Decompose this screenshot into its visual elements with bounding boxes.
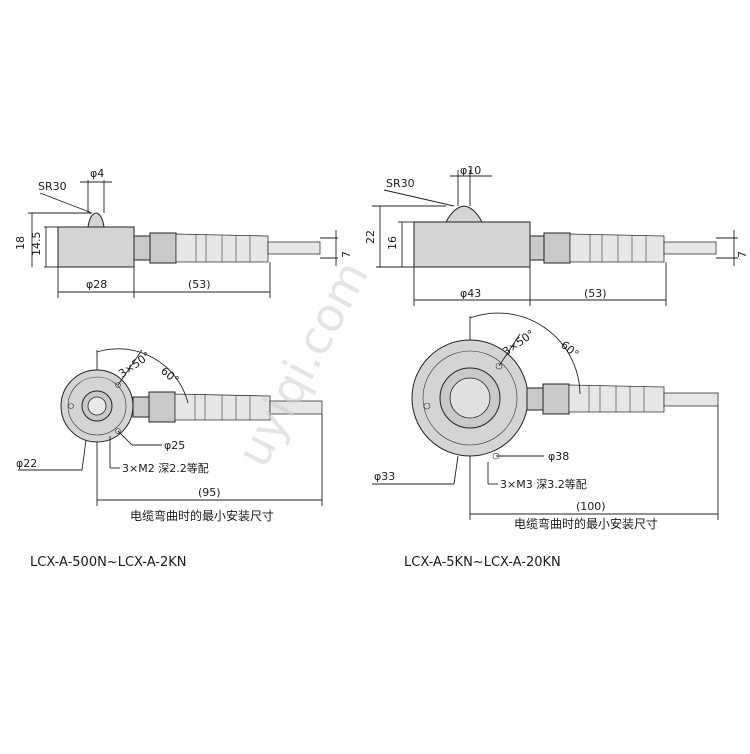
- right-model-caption: LCX-A-5KN~LCX-A-20KN: [404, 555, 561, 570]
- left-height-label: 18: [14, 236, 27, 250]
- right-cable: [663, 241, 717, 255]
- right-sr-label: SR30: [386, 177, 415, 190]
- right-top-cable: [663, 392, 719, 407]
- left-cable: [267, 241, 321, 255]
- left-top-cable: [269, 400, 323, 415]
- right-connector-b: [543, 232, 571, 264]
- left-sr-label: SR30: [38, 180, 67, 193]
- left-connector-a: [133, 235, 151, 261]
- left-cable-dia-label: 7: [340, 251, 353, 258]
- right-top-screw-label: 3×M3 深3.2等配: [500, 477, 587, 491]
- right-top-note: 电缆弯曲时的最小安装尺寸: [514, 516, 658, 531]
- right-top-pcd-label: φ38: [548, 450, 569, 463]
- left-top-connector-b: [148, 391, 176, 423]
- right-cable-dia-label: 7: [736, 251, 749, 258]
- left-top-view: [18, 348, 323, 506]
- right-body: [413, 221, 531, 268]
- right-top-connector-a: [526, 387, 544, 411]
- right-connector-a: [529, 235, 545, 261]
- left-top-holes-label: 3×50°: [116, 349, 153, 380]
- right-top-view: [372, 312, 719, 520]
- right-top-cable-sleeve: [568, 384, 665, 413]
- right-tip-dia-label: φ10: [460, 164, 481, 177]
- right-cable-sleeve: [569, 233, 665, 263]
- left-dome: [87, 212, 105, 228]
- left-top-min-length-label: (95): [198, 486, 221, 499]
- left-top-screw-label: 3×M2 深2.2等配: [122, 461, 209, 475]
- right-body-dia-label: φ43: [460, 287, 481, 300]
- right-side-view: [372, 170, 738, 306]
- left-top-cable-sleeve: [174, 393, 271, 421]
- left-top-outer-label: φ22: [16, 457, 37, 470]
- right-top-min-length-label: (100): [576, 500, 606, 513]
- watermark-text: uyiqi.com: [226, 252, 379, 475]
- left-cable-length-label: (53): [188, 278, 211, 291]
- left-body-dia-label: φ28: [86, 278, 107, 291]
- left-tip-dia-label: φ4: [90, 167, 104, 180]
- left-side-view: [28, 180, 338, 298]
- right-top-outer-label: φ33: [374, 470, 395, 483]
- right-top-angle-label: 60°: [558, 338, 581, 360]
- left-top-note: 电缆弯曲时的最小安装尺寸: [130, 508, 274, 523]
- left-top-connector-a: [132, 396, 150, 418]
- left-top-angle-label: 60°: [158, 364, 181, 386]
- left-connector-b: [149, 232, 177, 264]
- right-dome: [445, 205, 483, 223]
- right-top-connector-b: [542, 383, 570, 415]
- right-height-label: 22: [364, 230, 377, 244]
- right-inner-height-label: 16: [386, 236, 399, 250]
- right-top-holes-label: 3×50°: [500, 327, 537, 358]
- left-model-caption: LCX-A-500N~LCX-A-2KN: [30, 555, 187, 570]
- left-top-pcd-label: φ25: [164, 439, 185, 452]
- left-body: [57, 226, 135, 268]
- left-inner-height-label: 14.5: [30, 232, 43, 257]
- right-cable-length-label: (53): [584, 287, 607, 300]
